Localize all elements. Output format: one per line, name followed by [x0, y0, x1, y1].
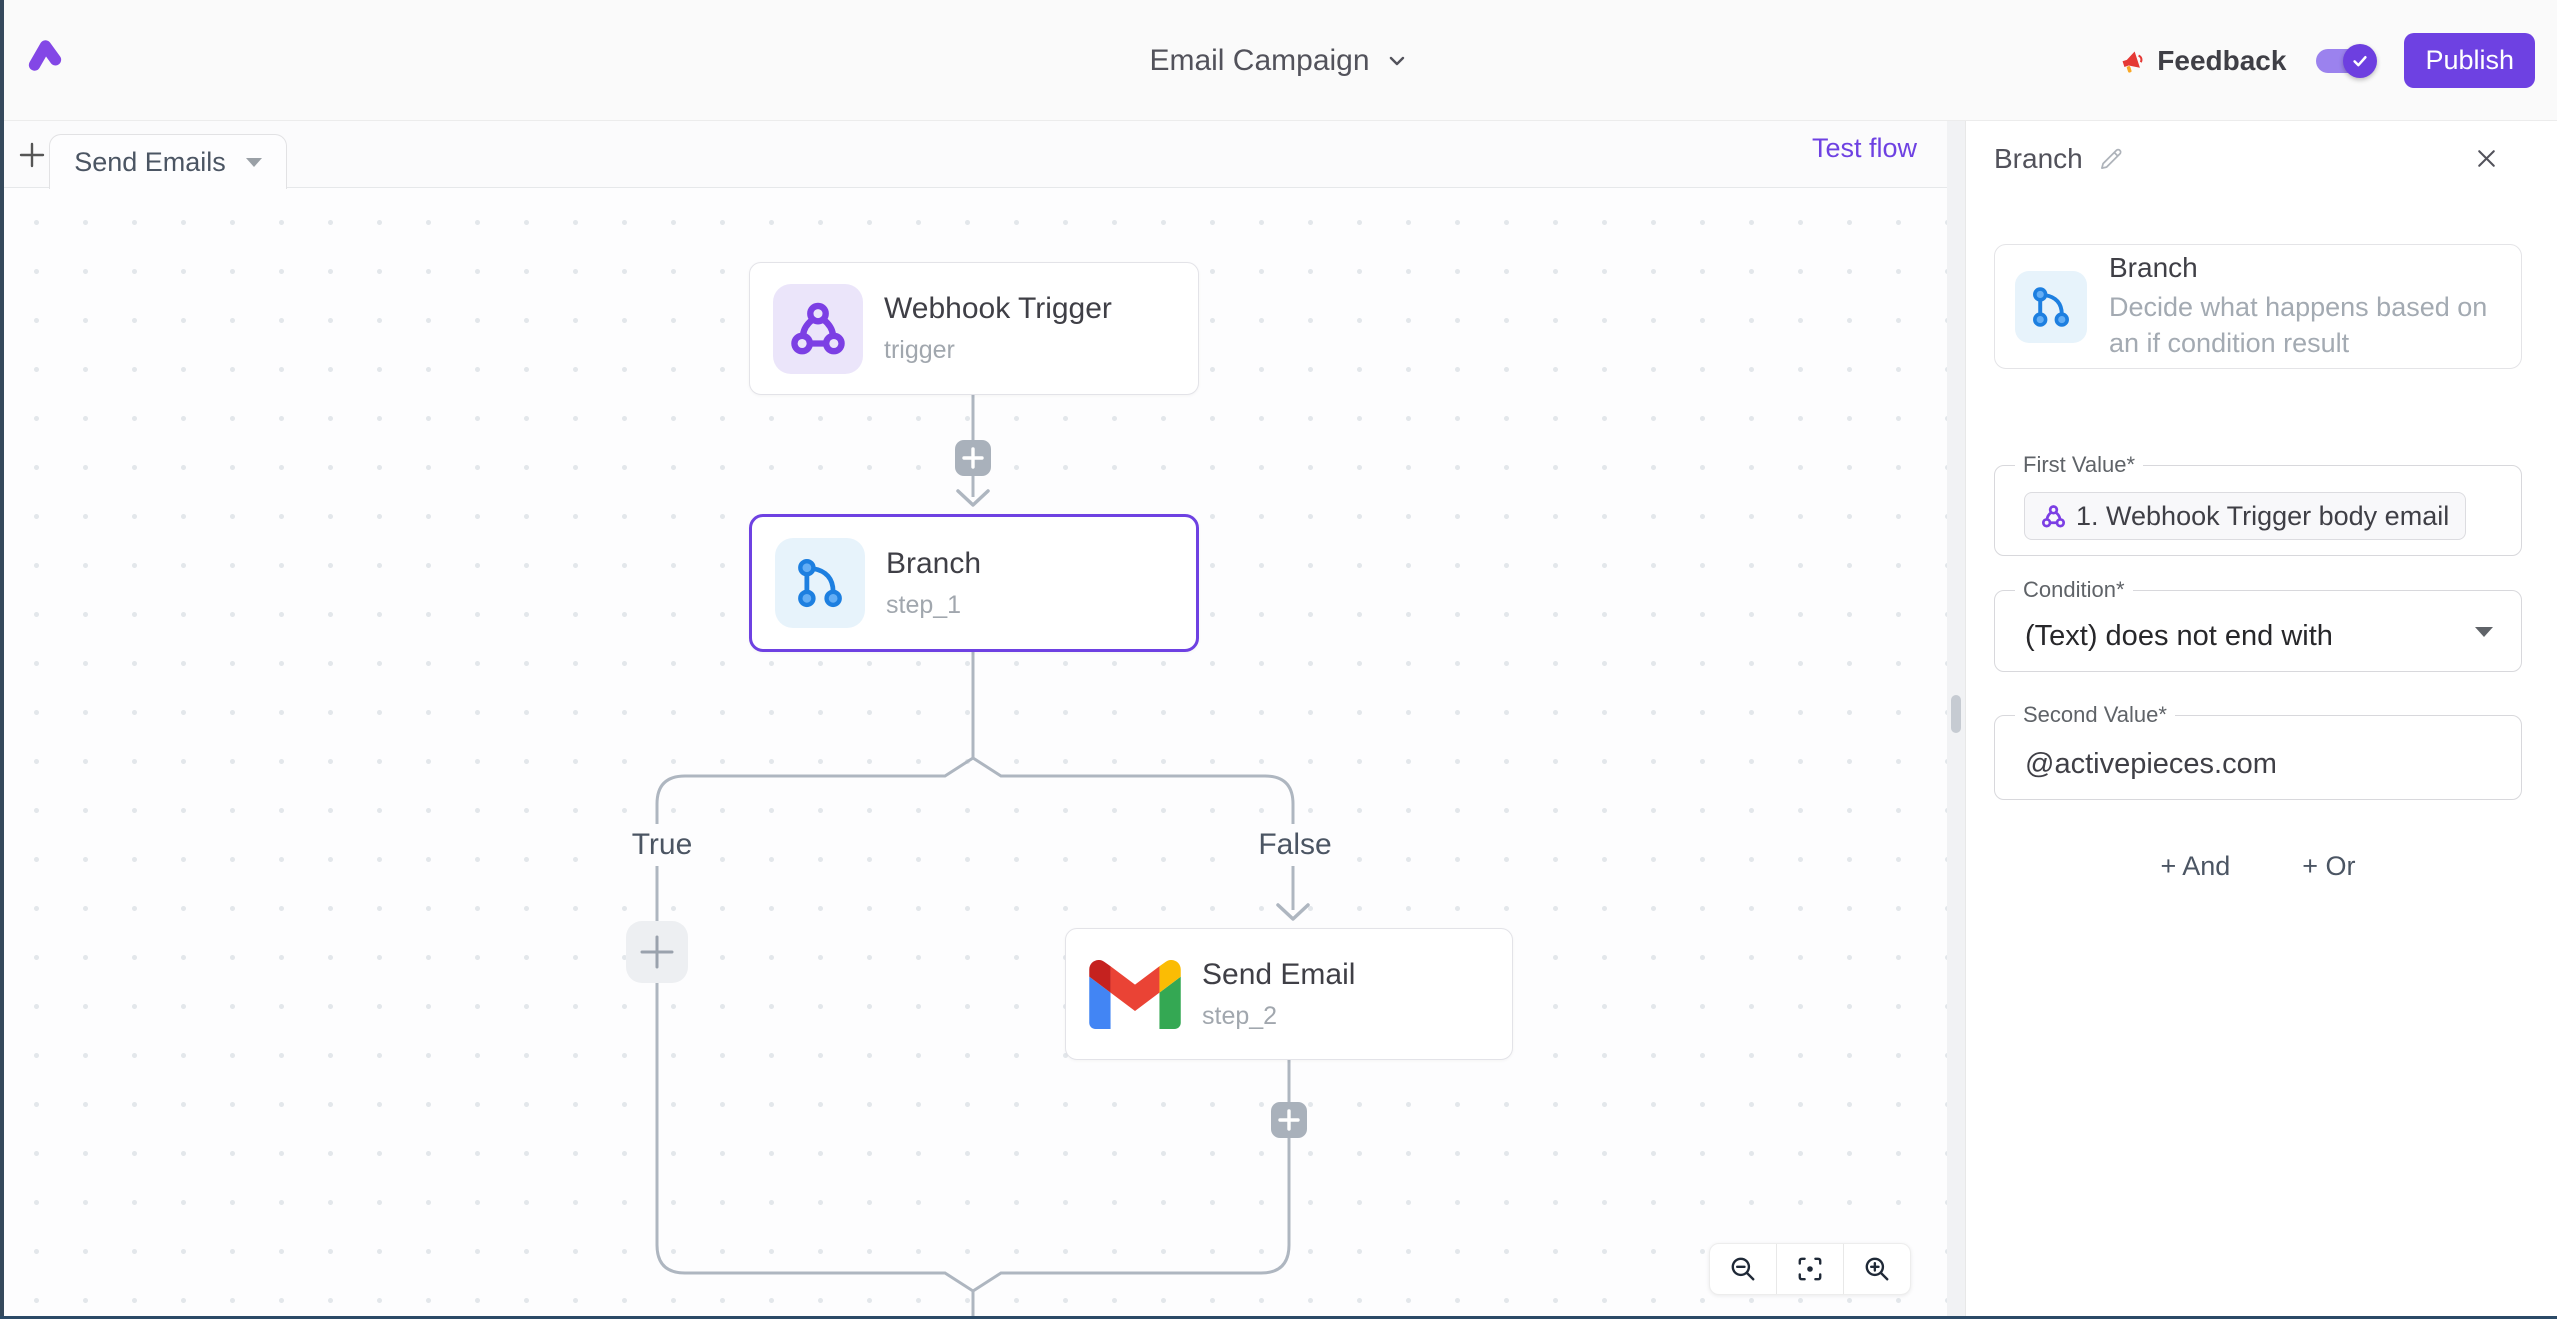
first-value-label: First Value* — [2015, 452, 2144, 478]
window-edge-bottom — [0, 1316, 2557, 1319]
chevron-down-icon — [1389, 56, 1404, 65]
flow-title-menu[interactable]: Email Campaign — [1149, 0, 1407, 121]
node-title: Send Email — [1202, 957, 1356, 991]
canvas-scrollbar[interactable] — [1947, 121, 1965, 1319]
arrowhead-icon — [1276, 903, 1310, 921]
add-or-button[interactable]: + Or — [2302, 851, 2356, 881]
node-send-email[interactable]: Send Email step_2 — [1065, 928, 1513, 1060]
megaphone-icon — [2122, 51, 2143, 73]
top-header: Email Campaign Feedback Publish — [0, 0, 2557, 121]
piece-description: Decide what happens based on an if condi… — [2109, 292, 2488, 358]
add-step-button[interactable] — [1271, 1102, 1307, 1138]
node-subtitle: step_2 — [1202, 1001, 1278, 1030]
close-icon[interactable] — [2473, 145, 2500, 172]
panel-header: Branch — [1994, 143, 2125, 175]
add-step-button[interactable] — [955, 440, 991, 476]
scrollbar-thumb[interactable] — [1951, 695, 1961, 733]
canvas-zoom-controls — [1709, 1243, 1911, 1295]
caret-down-icon — [245, 157, 262, 167]
check-icon — [2353, 55, 2368, 66]
fit-view-button[interactable] — [1776, 1244, 1843, 1294]
plus-icon — [640, 935, 674, 969]
node-title: Webhook Trigger — [884, 292, 1112, 325]
token-text: 1. Webhook Trigger body email — [2076, 500, 2450, 531]
node-title: Branch — [886, 546, 982, 580]
webhook-icon — [2041, 504, 2066, 527]
flow-tab-bar: Send Emails Test flow — [0, 121, 1947, 189]
zoom-in-icon — [1865, 1257, 1889, 1281]
plus-icon — [1278, 1109, 1300, 1131]
second-value-input[interactable]: @activepieces.com — [2025, 748, 2277, 780]
node-branch[interactable]: Branch step_1 — [749, 514, 1199, 652]
plus-icon — [19, 142, 45, 168]
tab-send-emails[interactable]: Send Emails — [49, 134, 287, 189]
feedback-label: Feedback — [2157, 44, 2287, 76]
piece-info-card: Branch Decide what happens based on an i… — [1994, 244, 2522, 369]
test-flow-button[interactable]: Test flow — [1811, 133, 1917, 163]
fit-view-icon — [1798, 1257, 1822, 1281]
zoom-in-button[interactable] — [1843, 1244, 1910, 1294]
piece-name: Branch — [2109, 252, 2198, 283]
branch-label-false: False — [1246, 824, 1344, 866]
connector-lines — [626, 395, 1310, 1319]
window-edge-left — [0, 0, 4, 1319]
feedback-button[interactable]: Feedback — [2119, 45, 2286, 77]
panel-title: Branch — [1994, 143, 2083, 174]
condition-label: Condition* — [2015, 577, 2133, 603]
step-settings-panel: Branch Branch Decide what happens — [1965, 121, 2557, 1319]
tab-label: Send Emails — [74, 146, 226, 177]
second-value-field[interactable]: Second Value* @activepieces.com — [1994, 702, 2522, 800]
flow-enabled-toggle[interactable] — [2316, 43, 2378, 78]
caret-down-icon — [2475, 627, 2493, 637]
add-and-button[interactable]: + And — [2160, 851, 2231, 881]
first-value-token[interactable]: 1. Webhook Trigger body email — [2024, 492, 2467, 540]
activepieces-logo-icon — [28, 40, 62, 71]
branch-label-true: True — [619, 824, 705, 866]
zoom-out-icon — [1731, 1257, 1755, 1281]
plus-icon — [962, 447, 984, 469]
first-value-field[interactable]: First Value* 1. Webhook Trigger body ema… — [1994, 452, 2522, 556]
condition-select[interactable]: Condition* (Text) does not end with — [1994, 577, 2522, 672]
branch-icon — [775, 538, 865, 628]
add-flow-button[interactable] — [8, 129, 56, 181]
zoom-out-button[interactable] — [1710, 1244, 1776, 1294]
condition-group-actions: + And + Or — [1994, 843, 2522, 890]
add-step-true-branch-button[interactable] — [626, 921, 688, 983]
header-actions: Feedback Publish — [2119, 0, 2535, 121]
node-subtitle: step_1 — [886, 590, 962, 619]
node-subtitle: trigger — [884, 336, 955, 364]
arrowhead-icon — [956, 489, 990, 507]
condition-value: (Text) does not end with — [2025, 620, 2333, 652]
flow-title: Email Campaign — [1149, 43, 1370, 77]
node-webhook-trigger[interactable]: Webhook Trigger trigger — [749, 262, 1199, 395]
publish-button[interactable]: Publish — [2404, 33, 2535, 88]
branch-icon — [2015, 270, 2087, 343]
second-value-label: Second Value* — [2015, 702, 2175, 728]
gmail-icon — [1089, 959, 1181, 1029]
edit-pencil-icon[interactable] — [2097, 145, 2125, 173]
toggle-knob — [2343, 43, 2378, 78]
webhook-icon — [773, 283, 863, 374]
flow-canvas[interactable]: Webhook Trigger trigger Branch step_1 — [0, 188, 1947, 1319]
